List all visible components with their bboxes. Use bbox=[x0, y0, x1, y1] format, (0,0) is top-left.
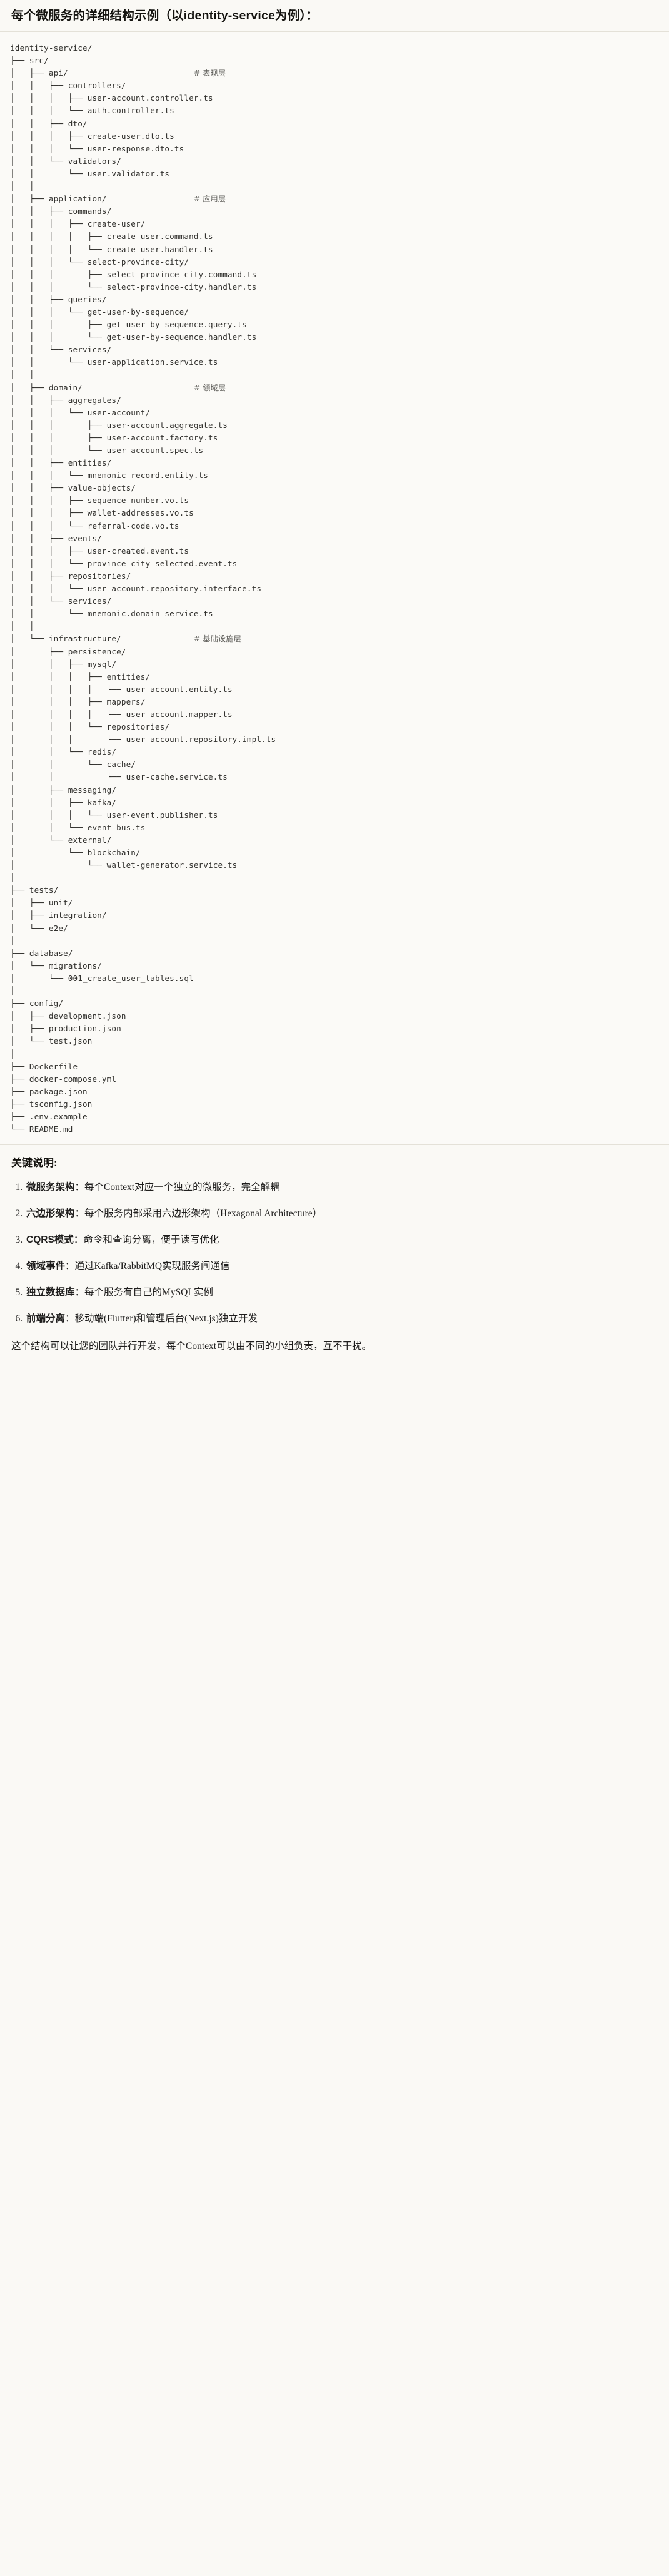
key-point-separator: ： bbox=[65, 1261, 75, 1272]
key-point-separator: ： bbox=[65, 1313, 75, 1325]
key-point-item: 前端分离：移动端(Flutter)和管理后台(Next.js)独立开发 bbox=[25, 1311, 658, 1326]
key-point-description: 每个服务有自己的MySQL实例 bbox=[84, 1287, 213, 1298]
key-points-title: 关键说明: bbox=[11, 1157, 58, 1169]
key-point-item: 微服务架构：每个Context对应一个独立的微服务，完全解耦 bbox=[25, 1180, 658, 1195]
page-title: 每个微服务的详细结构示例（以identity-service为例）： bbox=[11, 9, 319, 23]
key-point-item: 六边形架构：每个服务内部采用六边形架构（Hexagonal Architectu… bbox=[25, 1206, 658, 1221]
directory-tree-block: identity-service/ ├── src/ │ ├── api/ # … bbox=[0, 32, 669, 1145]
key-point-item: 领域事件：通过Kafka/RabbitMQ实现服务间通信 bbox=[25, 1259, 658, 1274]
key-point-description: 通过Kafka/RabbitMQ实现服务间通信 bbox=[74, 1261, 230, 1272]
key-point-description: 每个服务内部采用六边形架构（Hexagonal Architecture） bbox=[84, 1208, 323, 1219]
key-point-term: CQRS模式 bbox=[26, 1235, 74, 1246]
tree-divider bbox=[0, 1144, 669, 1146]
key-point-separator: ： bbox=[73, 1235, 84, 1246]
directory-tree: identity-service/ ├── src/ │ ├── api/ # … bbox=[10, 43, 276, 1134]
key-points-footer: 这个结构可以让您的团队并行开发，每个Context可以由不同的小组负责，互不干扰… bbox=[11, 1341, 372, 1352]
key-point-term: 领域事件 bbox=[26, 1261, 66, 1272]
key-point-term: 微服务架构 bbox=[26, 1182, 75, 1193]
key-points-section: 关键说明: 微服务架构：每个Context对应一个独立的微服务，完全解耦六边形架… bbox=[0, 1145, 669, 1367]
key-point-description: 移动端(Flutter)和管理后台(Next.js)独立开发 bbox=[74, 1313, 258, 1325]
key-points-list: 微服务架构：每个Context对应一个独立的微服务，完全解耦六边形架构：每个服务… bbox=[11, 1180, 658, 1326]
tree-layer-comment: # 领域层 bbox=[193, 383, 226, 392]
key-point-item: 独立数据库：每个服务有自己的MySQL实例 bbox=[25, 1285, 658, 1300]
key-point-separator: ： bbox=[74, 1208, 85, 1219]
key-point-description: 命令和查询分离，便于读写优化 bbox=[83, 1235, 219, 1246]
key-point-description: 每个Context对应一个独立的微服务，完全解耦 bbox=[84, 1182, 280, 1193]
tree-layer-comment: # 基础设施层 bbox=[193, 634, 241, 644]
heading-divider bbox=[0, 31, 669, 32]
key-point-term: 前端分离 bbox=[26, 1313, 66, 1325]
key-point-term: 独立数据库 bbox=[26, 1287, 75, 1298]
key-point-term: 六边形架构 bbox=[26, 1208, 75, 1219]
key-point-separator: ： bbox=[74, 1287, 85, 1298]
document-page: 每个微服务的详细结构示例（以identity-service为例）： ident… bbox=[0, 0, 669, 1367]
key-point-separator: ： bbox=[74, 1182, 85, 1193]
tree-layer-comment: # 应用层 bbox=[193, 195, 226, 204]
tree-layer-comment: # 表现层 bbox=[193, 69, 226, 78]
key-point-item: CQRS模式：命令和查询分离，便于读写优化 bbox=[25, 1233, 658, 1248]
